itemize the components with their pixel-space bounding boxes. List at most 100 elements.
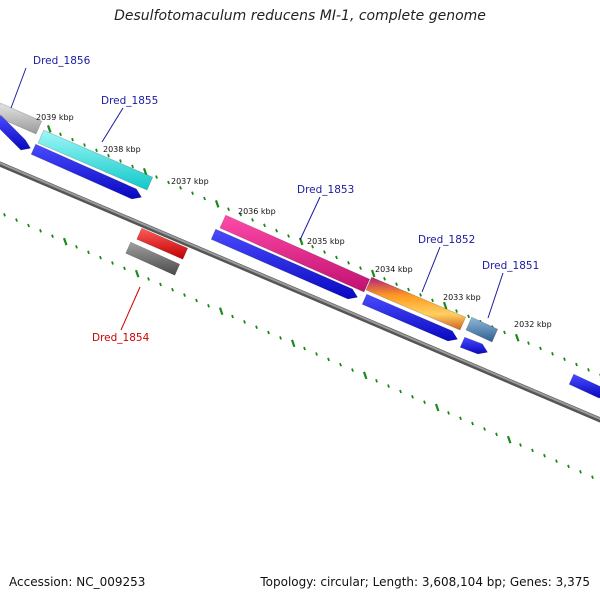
minor-tick	[99, 255, 102, 260]
minor-tick	[251, 218, 254, 222]
minor-tick	[567, 464, 570, 469]
minor-tick	[455, 309, 458, 313]
minor-tick	[303, 346, 306, 351]
gene-block-dred-1855	[37, 129, 154, 191]
scale-label: 2037 kbp	[171, 177, 209, 186]
scale-label: 2033 kbp	[443, 293, 481, 302]
minor-tick	[423, 400, 426, 405]
minor-tick	[579, 470, 582, 474]
callout-line	[120, 286, 141, 331]
minor-tick	[555, 459, 558, 463]
callout-line	[421, 246, 441, 293]
major-tick	[214, 200, 220, 208]
scale-label: 2036 kbp	[238, 207, 276, 216]
minor-tick	[351, 368, 354, 372]
minor-tick	[27, 223, 30, 228]
minor-tick	[275, 228, 278, 233]
cds-arrow	[361, 293, 458, 342]
minor-tick	[519, 443, 522, 447]
minor-tick	[267, 330, 270, 335]
major-tick	[142, 167, 148, 176]
minor-tick	[539, 346, 542, 351]
minor-tick	[471, 421, 474, 426]
minor-tick	[39, 229, 42, 233]
minor-tick	[587, 368, 590, 372]
minor-tick	[419, 293, 422, 297]
gene-block-dred-1853	[219, 214, 371, 293]
minor-tick	[227, 207, 230, 212]
minor-tick	[191, 191, 194, 196]
minor-tick	[239, 212, 242, 217]
minor-tick	[399, 389, 402, 394]
gene-label-dred-1851: Dred_1851	[482, 260, 539, 272]
minor-tick	[387, 384, 390, 388]
minor-tick	[15, 218, 18, 222]
major-tick	[514, 333, 520, 342]
minor-tick	[231, 314, 234, 319]
minor-tick	[407, 287, 410, 292]
minor-tick	[359, 266, 362, 270]
gene-block-dred-1852	[365, 276, 467, 331]
gene-label-dred-1856: Dred_1856	[33, 55, 91, 67]
minor-tick	[527, 341, 530, 345]
minor-tick	[531, 448, 534, 453]
minor-tick	[243, 320, 246, 324]
minor-tick	[563, 357, 566, 361]
minor-tick	[591, 475, 594, 479]
minor-tick	[347, 260, 350, 265]
minor-tick	[195, 298, 198, 303]
minor-tick	[323, 250, 326, 254]
minor-tick	[375, 378, 378, 383]
major-tick	[290, 339, 296, 348]
minor-tick	[51, 234, 54, 238]
cds-arrow	[568, 373, 600, 399]
minor-tick	[59, 132, 62, 137]
minor-tick	[551, 352, 554, 356]
minor-tick	[111, 261, 114, 265]
cds-arrow	[210, 228, 358, 300]
minor-tick	[339, 362, 342, 367]
callout-line	[299, 196, 321, 241]
minor-tick	[107, 153, 110, 158]
minor-tick	[119, 159, 122, 163]
minor-tick	[503, 330, 506, 335]
minor-tick	[3, 213, 6, 217]
map-title: Desulfotomaculum reducens MI-1, complete…	[114, 8, 486, 24]
scale-label: 2035 kbp	[307, 237, 345, 246]
minor-tick	[123, 266, 126, 271]
scale-label: 2038 kbp	[103, 145, 141, 154]
callout-line	[487, 272, 504, 319]
minor-tick	[315, 352, 318, 356]
minor-tick	[431, 298, 434, 303]
gene-block-dred-1856	[0, 102, 43, 135]
minor-tick	[203, 196, 206, 201]
minor-tick	[179, 185, 182, 190]
minor-tick	[459, 416, 462, 421]
minor-tick	[335, 255, 338, 260]
gene-label-dred-1853: Dred_1853	[297, 184, 354, 196]
gene-block-dred-1851	[465, 316, 499, 343]
minor-tick	[383, 276, 386, 281]
gene-block-dred-1854	[136, 227, 189, 260]
major-tick	[46, 125, 52, 133]
minor-tick	[159, 282, 162, 287]
minor-tick	[255, 325, 258, 330]
major-tick	[362, 371, 368, 380]
minor-tick	[263, 223, 266, 228]
cds-arrow	[459, 336, 488, 355]
cds-arrow	[30, 143, 142, 200]
major-tick	[218, 307, 224, 316]
callout-line	[101, 107, 124, 143]
minor-tick	[447, 411, 450, 415]
cds-block-dred-1854	[125, 241, 181, 276]
minor-tick	[543, 453, 546, 458]
major-tick	[442, 301, 448, 310]
minor-tick	[279, 336, 282, 340]
major-tick	[62, 237, 68, 246]
minor-tick	[311, 244, 314, 249]
scale-label: 2039 kbp	[36, 113, 74, 122]
minor-tick	[171, 287, 174, 292]
minor-tick	[183, 293, 186, 297]
gene-label-dred-1854: Dred_1854	[92, 332, 150, 344]
